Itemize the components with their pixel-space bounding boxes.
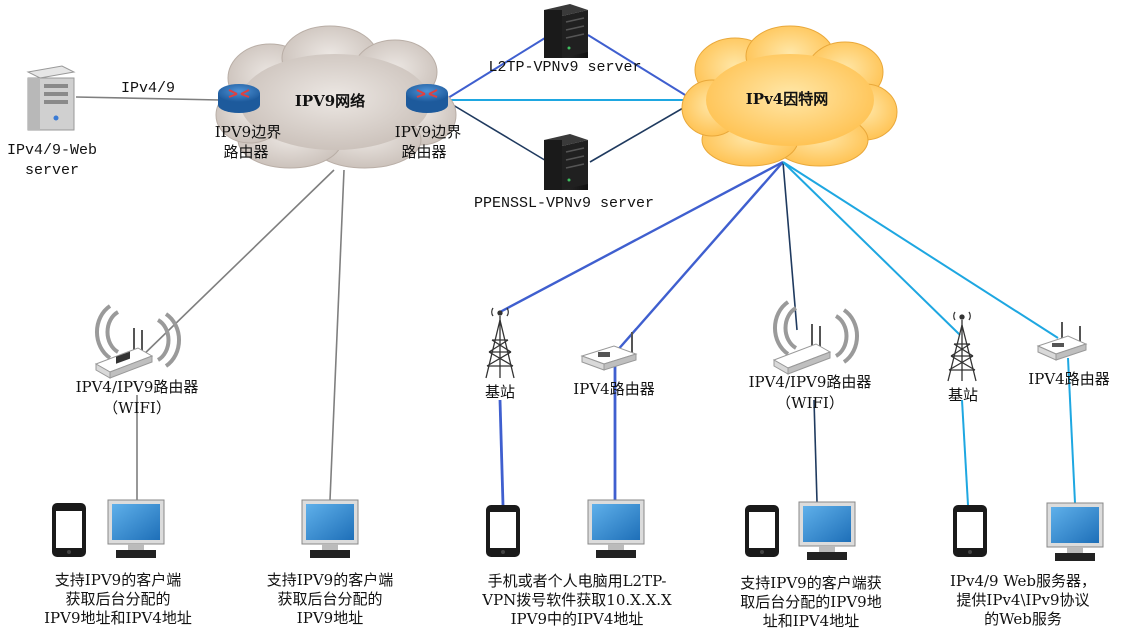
- ipv4-router-mid-label: IPV4路由器: [573, 380, 654, 398]
- smartphone-icon: [52, 503, 86, 557]
- ipv49-link-label: IPv4/9: [121, 80, 175, 97]
- cell-tower-icon: [947, 311, 977, 382]
- wifi-router-left-label-2: （WIFI）: [103, 399, 171, 417]
- caption-line: 的Web服务: [984, 610, 1062, 628]
- link-router-l2tp: [447, 37, 546, 99]
- link-l2tp-cloud4: [587, 34, 691, 99]
- link-ppenssl-cloud4: [589, 103, 691, 163]
- web-server-label-2: server: [25, 162, 79, 179]
- ipv4-router-icon: [580, 332, 638, 371]
- link-tower-right-phone: [961, 399, 969, 506]
- caption-client-2: 支持IPV9的客户端 获取后台分配的 IPV9地址: [240, 571, 420, 628]
- smartphone-icon: [953, 505, 987, 557]
- smartphone-icon: [486, 505, 520, 557]
- caption-line: 获取后台分配的: [277, 590, 383, 608]
- cell-tower-icon: [485, 307, 515, 379]
- device-group-4: [745, 501, 856, 560]
- wifi-router-left-label-1: IPV4/IPV9路由器: [76, 378, 199, 396]
- link-web-server-router: [75, 96, 221, 101]
- ppenssl-server: PPENSSL-VPNv9 server: [474, 134, 654, 212]
- ipv4-router-icon: [1036, 322, 1088, 361]
- link-cloud4-wifi-right: [782, 161, 798, 331]
- caption-line: IPV9地址: [296, 609, 364, 627]
- monitor-icon: [798, 501, 856, 560]
- link-cloud4-tower-left: [499, 160, 784, 314]
- l2tp-server-label: L2TP-VPNv9 server: [488, 59, 641, 76]
- caption-client-5: IPv4/9 Web服务器， 提供IPv4\IPv9协议 的Web服务: [928, 572, 1118, 629]
- monitor-icon: [301, 499, 359, 558]
- cell-tower-right: 基站: [947, 311, 978, 404]
- caption-line: IPv4/9 Web服务器，: [949, 572, 1097, 590]
- caption-line: IPV9中的IPV4地址: [510, 610, 644, 628]
- ppenssl-server-label: PPENSSL-VPNv9 server: [474, 195, 654, 212]
- link-cloud4-router-right: [782, 161, 1059, 339]
- border-router-right-label-2: 路由器: [401, 143, 446, 161]
- caption-line: 支持IPV9的客户端: [266, 571, 394, 589]
- ipv4-router-right-label: IPV4路由器: [1028, 370, 1109, 388]
- ipv9-cloud-label: IPV9网络: [295, 92, 365, 110]
- web-server: IPv4/9-Web server: [7, 65, 97, 179]
- caption-line: IPV9地址和IPV4地址: [44, 609, 192, 627]
- cell-tower-left: 基站: [485, 307, 515, 401]
- caption-line: 支持IPV9的客户端获: [740, 574, 882, 592]
- cloud-icon: [681, 25, 898, 167]
- device-group-1: [52, 499, 165, 558]
- caption-client-3: 手机或者个人电脑用L2TP- VPN拨号软件获取10.X.X.X IPV9中的I…: [452, 572, 702, 629]
- caption-line: 取后台分配的IPV9地: [740, 593, 882, 611]
- smartphone-icon: [745, 505, 779, 557]
- caption-client-4: 支持IPV9的客户端获 取后台分配的IPV9地 址和IPV4地址: [716, 574, 906, 631]
- wifi-router-icon: [94, 304, 182, 379]
- wifi-router-right-label-2: （WIFI）: [776, 394, 844, 412]
- wifi-router-left: IPV4/IPV9路由器 （WIFI）: [76, 304, 199, 417]
- caption-line: 支持IPV9的客户端: [54, 571, 182, 589]
- ipv4-cloud-label: IPv4因特网: [746, 90, 828, 108]
- link-router-ppenssl: [447, 101, 549, 163]
- device-group-5: [953, 502, 1104, 561]
- server-icon: [26, 65, 76, 131]
- wifi-router-icon: [772, 300, 860, 375]
- border-router-right-label-1: IPV9边界: [395, 123, 461, 141]
- caption-line: 获取后台分配的: [65, 590, 171, 608]
- device-group-3: [486, 499, 645, 558]
- link-router-right-monitor: [1067, 357, 1076, 504]
- ipv4-cloud: IPv4因特网: [681, 25, 898, 167]
- cell-tower-right-label: 基站: [948, 386, 978, 404]
- link-cloud9-monitor-2: [329, 169, 345, 501]
- border-router-left: IPV9边界 路由器: [215, 84, 281, 161]
- caption-line: 址和IPV4地址: [762, 612, 860, 630]
- connection-lines: [75, 34, 1076, 506]
- wifi-router-right-label-1: IPV4/IPV9路由器: [749, 373, 872, 391]
- border-router-left-label-2: 路由器: [223, 143, 268, 161]
- router-icon: [218, 84, 260, 113]
- ipv4-router-mid: IPV4路由器: [573, 332, 655, 398]
- link-cloud4-tower-right: [782, 161, 961, 336]
- monitor-icon: [107, 499, 165, 558]
- caption-line: VPN拨号软件获取10.X.X.X: [482, 591, 672, 609]
- device-group-2: [301, 499, 359, 558]
- link-tower-left-phone: [498, 399, 505, 506]
- server-icon: [544, 134, 588, 190]
- monitor-icon: [1046, 502, 1104, 561]
- caption-line: 提供IPv4\IPv9协议: [956, 591, 1090, 609]
- border-router-left-label-1: IPV9边界: [215, 123, 281, 141]
- server-icon: [544, 4, 588, 58]
- caption-client-1: 支持IPV9的客户端 获取后台分配的 IPV9地址和IPV4地址: [18, 571, 218, 628]
- l2tp-server: L2TP-VPNv9 server: [488, 4, 642, 76]
- link-cloud4-router-mid: [615, 161, 784, 353]
- ipv4-router-right: IPV4路由器: [1028, 322, 1110, 388]
- router-icon: [406, 84, 448, 113]
- border-router-right: IPV9边界 路由器: [395, 84, 461, 161]
- cell-tower-left-label: 基站: [485, 383, 515, 401]
- caption-line: 手机或者个人电脑用L2TP-: [487, 572, 667, 590]
- web-server-label-1: IPv4/9-Web: [7, 142, 97, 159]
- link-cloud9-wifi-left: [137, 169, 335, 361]
- link-wifi-right-monitor: [813, 399, 818, 503]
- wifi-router-right: IPV4/IPV9路由器 （WIFI）: [749, 300, 872, 412]
- monitor-icon: [587, 499, 645, 558]
